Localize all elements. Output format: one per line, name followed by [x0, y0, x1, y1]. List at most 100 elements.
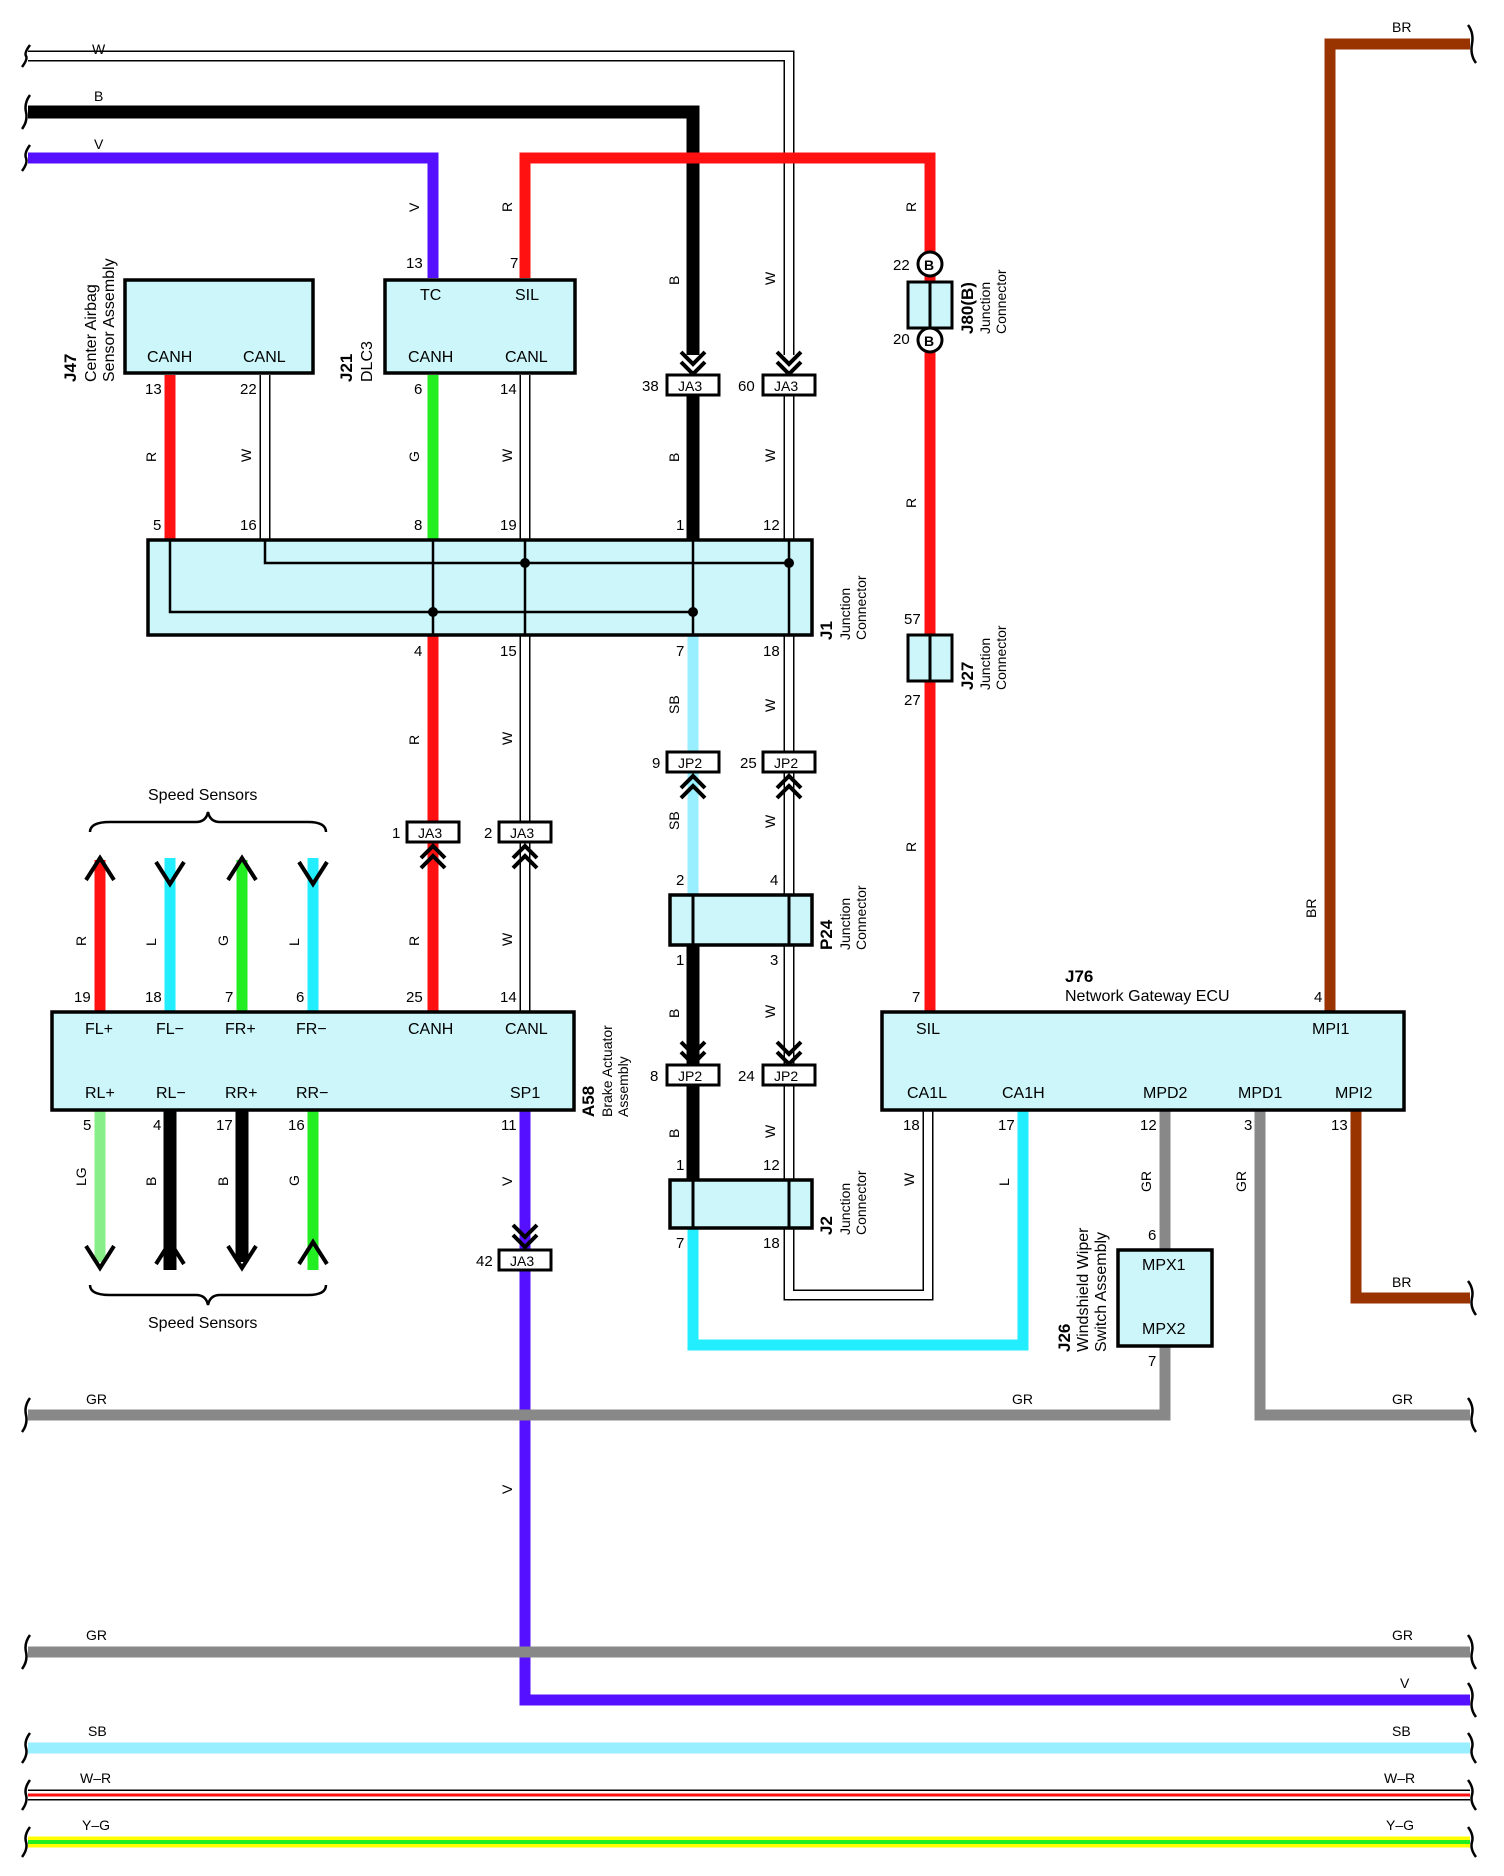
ja3-2: JA3 [497, 820, 553, 870]
p24-pin-1: 1 [676, 952, 684, 969]
svg-text:B: B [94, 88, 103, 104]
svg-text:GR: GR [1012, 1391, 1033, 1407]
svg-text:Y–G: Y–G [1386, 1817, 1414, 1833]
j80-name1: Junction [977, 282, 993, 334]
wire-w-top [28, 50, 795, 355]
j1-pin-16: 16 [240, 517, 257, 534]
speed-sensor-arrows-bottom [84, 1238, 329, 1272]
svg-text:18: 18 [903, 1117, 920, 1134]
jp2-pin-9: 9 [652, 755, 660, 772]
svg-text:BR: BR [1392, 1274, 1411, 1290]
jp2-25: JP2 [761, 750, 817, 800]
svg-text:FL+: FL+ [85, 1021, 113, 1038]
a58-bottom-terminals: RL+ RL− RR+ RR− SP1 [85, 1085, 540, 1102]
p24-connector [668, 893, 814, 947]
svg-text:FR−: FR− [296, 1021, 327, 1038]
ja3-1: JA3 [405, 820, 461, 870]
p24-pin-2: 2 [676, 872, 684, 889]
svg-text:17: 17 [216, 1117, 233, 1134]
svg-text:B: B [143, 1177, 159, 1186]
j2-name2: Connector [853, 1170, 869, 1235]
svg-text:G: G [286, 1175, 302, 1186]
a58-name1: Brake Actuator [599, 1025, 615, 1117]
svg-text:L: L [286, 938, 302, 946]
j1-pin-7: 7 [676, 643, 684, 660]
right-break-marks [1466, 24, 1478, 1858]
svg-text:JA3: JA3 [774, 378, 798, 394]
svg-text:LG: LG [73, 1167, 89, 1186]
wire-br [1324, 38, 1470, 1012]
j21-pin-7: 7 [510, 255, 518, 272]
j76-name: Network Gateway ECU [1065, 988, 1230, 1005]
j26-pin-6: 6 [1148, 1227, 1156, 1244]
svg-text:W: W [762, 271, 778, 285]
a58-name2: Assembly [615, 1056, 631, 1117]
wire-v-top [28, 152, 439, 278]
svg-text:B: B [666, 453, 682, 462]
j2-pin-7: 7 [676, 1235, 684, 1252]
j1-name1: Junction [837, 588, 853, 640]
wire-br-bottom [1350, 1110, 1470, 1304]
j26-pin-7: 7 [1148, 1353, 1156, 1370]
wire-w-j2-j76 [783, 1110, 934, 1301]
svg-text:CA1H: CA1H [1002, 1085, 1045, 1102]
svg-text:V: V [406, 202, 422, 212]
j1-connector [146, 538, 814, 637]
svg-text:RL+: RL+ [85, 1085, 115, 1102]
svg-text:B: B [666, 1009, 682, 1018]
j47-name2: Sensor Assembly [101, 258, 118, 382]
ja3-pin-38: 38 [642, 378, 659, 395]
j47-pin-13: 13 [145, 381, 162, 398]
j1-pin-15: 15 [500, 643, 517, 660]
svg-text:W: W [762, 814, 778, 828]
j1-pin-18: 18 [763, 643, 780, 660]
svg-text:FR+: FR+ [225, 1021, 256, 1038]
j26-mpx1: MPX1 [1142, 1257, 1186, 1274]
j47-canl: CANL [243, 349, 286, 366]
ja3-pin-2: 2 [484, 825, 492, 842]
a58-id: A58 [579, 1086, 598, 1117]
svg-text:W: W [238, 448, 254, 462]
svg-text:GR: GR [1138, 1171, 1154, 1192]
svg-text:V: V [499, 1484, 515, 1494]
j76-id: J76 [1065, 967, 1093, 986]
ja3-42: JA3 [497, 1223, 553, 1272]
svg-text:R: R [406, 936, 422, 946]
svg-text:6: 6 [296, 989, 304, 1006]
j1-pin-1: 1 [676, 517, 684, 534]
svg-text:17: 17 [998, 1117, 1015, 1134]
j1-pin-4: 4 [414, 643, 422, 660]
svg-text:W–R: W–R [1384, 1770, 1415, 1786]
j26-name1: Windshield Wiper [1075, 1227, 1092, 1352]
a58-box [50, 1010, 576, 1112]
svg-text:CANL: CANL [505, 1021, 548, 1038]
svg-text:14: 14 [500, 989, 517, 1006]
svg-text:W: W [92, 41, 106, 57]
ja3-pin-1: 1 [392, 825, 400, 842]
svg-text:5: 5 [83, 1117, 91, 1134]
j80-b-bottom: B [924, 333, 934, 349]
svg-text:4: 4 [1314, 989, 1322, 1006]
svg-text:V: V [499, 1176, 515, 1186]
speed-sensor-brace-top [88, 811, 328, 833]
j1-name2: Connector [853, 575, 869, 640]
svg-text:3: 3 [1244, 1117, 1252, 1134]
j21-pin-14: 14 [500, 381, 517, 398]
wire-gr-j26 [28, 1346, 1171, 1421]
j2-id: J2 [817, 1216, 836, 1235]
ja3-pin-42: 42 [476, 1253, 493, 1270]
j26-id: J26 [1055, 1324, 1074, 1352]
j47-pin-22: 22 [240, 381, 257, 398]
jp2-24: JP2 [761, 1040, 817, 1087]
j2-name1: Junction [837, 1183, 853, 1235]
ja3-pin-60: 60 [738, 378, 755, 395]
svg-text:MPD1: MPD1 [1238, 1085, 1283, 1102]
svg-text:JP2: JP2 [678, 1068, 702, 1084]
svg-text:W: W [762, 1004, 778, 1018]
wire-v-sp1 [519, 1110, 1470, 1706]
svg-text:JP2: JP2 [774, 755, 798, 771]
j47-name1: Center Airbag [83, 284, 100, 382]
j1-pin-8: 8 [414, 517, 422, 534]
svg-text:GR: GR [1392, 1627, 1413, 1643]
